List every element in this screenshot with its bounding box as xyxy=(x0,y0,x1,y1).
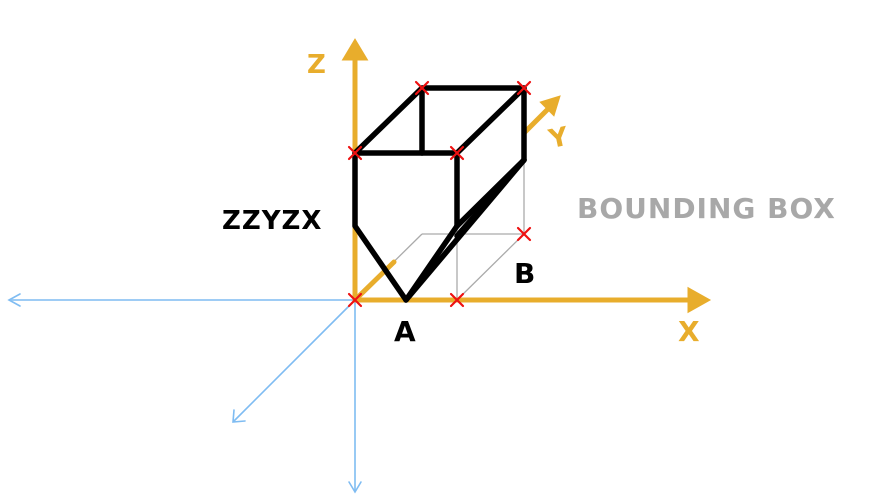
negative-z-arrowhead xyxy=(348,481,362,494)
vertex-marker xyxy=(347,145,363,161)
shape-outline xyxy=(352,85,527,303)
vertex-markers xyxy=(347,80,532,308)
vertex-marker xyxy=(449,145,465,161)
positive-axes xyxy=(341,38,712,314)
bbox-edge xyxy=(456,233,525,301)
shape-edge xyxy=(403,223,460,303)
shape-edge xyxy=(454,157,527,239)
shape-edge xyxy=(454,85,527,156)
positive-z-arrowhead xyxy=(341,38,369,61)
bounding-box-label: BOUNDING BOX xyxy=(577,192,836,225)
negative-axes xyxy=(7,293,362,494)
axis-y-label: Y xyxy=(545,122,572,156)
vertex-marker xyxy=(516,80,532,96)
negative-y-axis xyxy=(233,299,356,422)
axis-z-label: Z xyxy=(307,50,326,80)
shape-name-label: ZZYZX xyxy=(222,206,322,236)
positive-x-arrowhead xyxy=(687,286,712,314)
vertex-marker xyxy=(347,292,363,308)
point-b-label: B xyxy=(514,257,535,290)
vertex-marker xyxy=(449,292,465,308)
zzyzx-shape xyxy=(352,85,527,303)
point-a-label: A xyxy=(394,315,416,348)
positive-y-axis-upper xyxy=(521,105,552,136)
vertex-marker xyxy=(516,226,532,242)
negative-y-arrowhead xyxy=(232,409,246,423)
axis-x-label: X xyxy=(678,315,700,348)
vertex-marker xyxy=(414,80,430,96)
positive-y-arrowhead xyxy=(539,95,561,117)
negative-x-arrowhead xyxy=(7,293,21,307)
